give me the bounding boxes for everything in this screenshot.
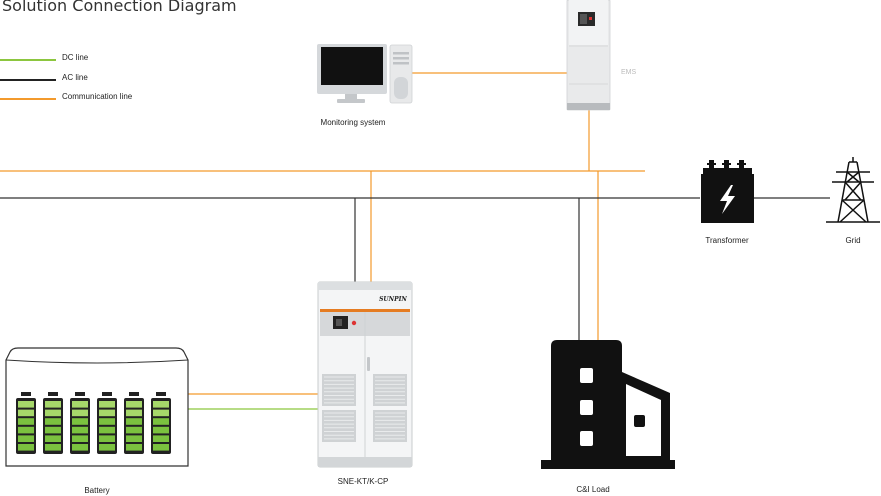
- battery-cell-segment: [153, 444, 169, 451]
- pcs-vent-panel: [373, 410, 407, 442]
- battery-cell-segment: [126, 401, 142, 408]
- legend-label-dc: DC line: [62, 53, 89, 62]
- battery-cell-segment: [18, 426, 34, 434]
- pcs-vent-panel: [373, 374, 407, 406]
- battery-cell-segment: [126, 418, 142, 425]
- battery-cell-segment: [99, 418, 115, 425]
- battery-cell-segment: [72, 401, 88, 408]
- battery-cell-segment: [99, 444, 115, 451]
- load-building-icon: [541, 340, 675, 469]
- label-ems: EMS: [621, 69, 637, 76]
- battery-cell-segment: [45, 409, 61, 417]
- battery-cell-segment: [45, 435, 61, 442]
- pcs-vent-panel: [322, 410, 356, 442]
- battery-cell-segment: [99, 435, 115, 442]
- monitoring-system-icon: [317, 44, 413, 104]
- ems-cabinet-icon: [566, 0, 611, 111]
- battery-cell-segment: [72, 409, 88, 417]
- battery-cell-segment: [72, 418, 88, 425]
- battery-cell-segment: [126, 409, 142, 417]
- battery-cell-segment: [18, 444, 34, 451]
- battery-cell-segment: [45, 444, 61, 451]
- battery-cell-segment: [153, 401, 169, 408]
- battery-cell-cap: [21, 392, 31, 396]
- label-transformer: Transformer: [705, 236, 749, 245]
- legend-label-comm: Communication line: [62, 92, 133, 101]
- legend-label-ac: AC line: [62, 73, 88, 82]
- pcs-vents: [322, 374, 407, 442]
- battery-cell-segment: [72, 435, 88, 442]
- battery-cell-cap: [156, 392, 166, 396]
- battery-cell-segment: [153, 418, 169, 425]
- diagram-title: Solution Connection Diagram: [2, 0, 237, 15]
- battery-cells: [16, 392, 171, 454]
- battery-cell-segment: [18, 435, 34, 442]
- battery-cell-segment: [126, 435, 142, 442]
- battery-cell-segment: [72, 426, 88, 434]
- label-load: C&I Load: [576, 485, 610, 494]
- battery-cell-segment: [126, 444, 142, 451]
- battery-cell-cap: [102, 392, 112, 396]
- battery-cell-cap: [48, 392, 58, 396]
- battery-cell-segment: [72, 444, 88, 451]
- battery-cell-segment: [18, 409, 34, 417]
- battery-cell-segment: [99, 409, 115, 417]
- pcs-vent-panel: [322, 374, 356, 406]
- battery-cell-segment: [153, 409, 169, 417]
- connection-lines: [0, 72, 830, 410]
- battery-cell-cap: [75, 392, 85, 396]
- battery-cell-segment: [45, 401, 61, 408]
- pcs-cabinet-icon: SUNPIN: [317, 281, 413, 468]
- battery-pack-icon: [5, 347, 189, 467]
- battery-cell-segment: [45, 418, 61, 425]
- battery-cell-segment: [18, 401, 34, 408]
- battery-cell-segment: [153, 426, 169, 434]
- label-battery: Battery: [84, 486, 110, 495]
- transformer-icon: [701, 160, 754, 223]
- legend-swatch-ac: [0, 79, 56, 81]
- pcs-brand-logo: SUNPIN: [379, 296, 407, 303]
- battery-cell-segment: [99, 426, 115, 434]
- label-grid: Grid: [845, 236, 861, 245]
- label-pcs: SNE-KT/K-CP: [337, 477, 389, 486]
- label-monitoring-system: Monitoring system: [320, 118, 386, 127]
- grid-tower-icon: [826, 157, 880, 223]
- battery-cell-segment: [99, 401, 115, 408]
- battery-cell-segment: [18, 418, 34, 425]
- legend-swatch-dc: [0, 59, 56, 61]
- battery-cell-segment: [126, 426, 142, 434]
- battery-cell-segment: [45, 426, 61, 434]
- battery-cell-segment: [153, 435, 169, 442]
- legend-swatch-comm: [0, 98, 56, 100]
- battery-cell-cap: [129, 392, 139, 396]
